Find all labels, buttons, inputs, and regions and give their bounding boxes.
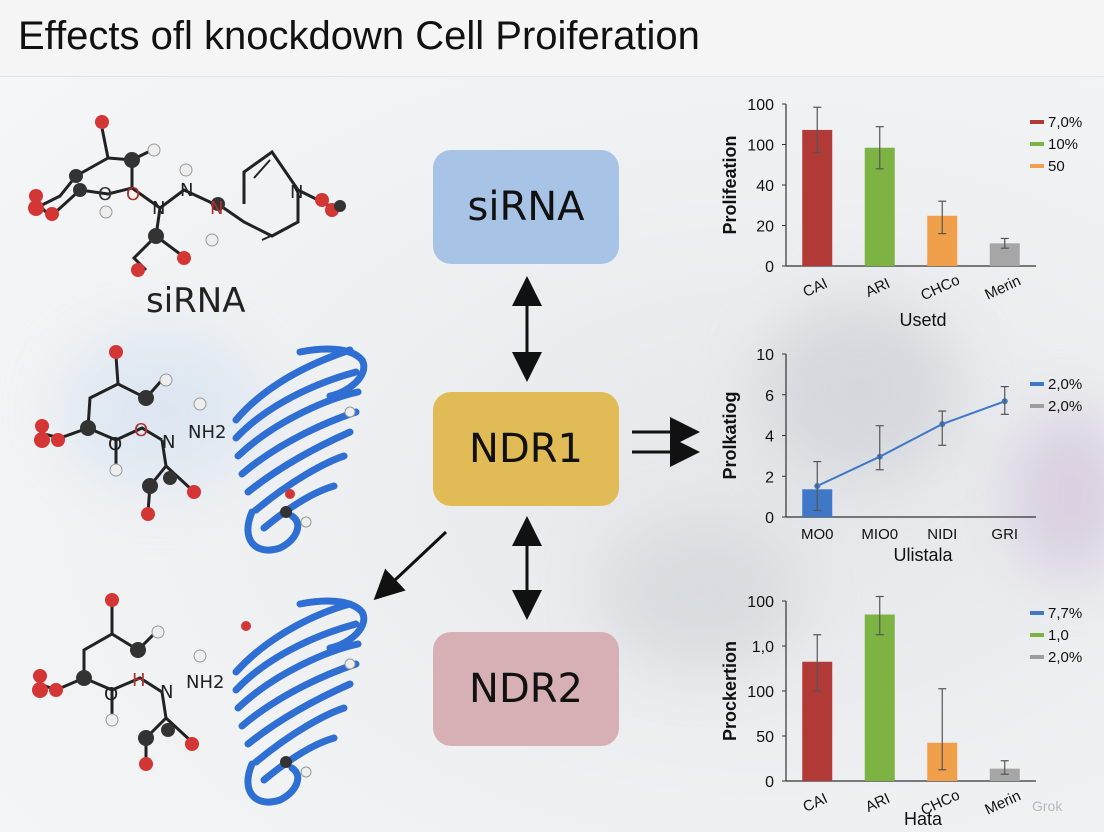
x-tick-label: MO0 (801, 526, 834, 543)
legend-entry: 2,0% (1048, 376, 1082, 393)
x-axis-title: Usetd (899, 310, 946, 330)
y-tick-label: 20 (756, 219, 774, 236)
x-tick-label: CHCo (918, 272, 962, 305)
y-tick-label: 100 (747, 138, 774, 155)
protein-structure-top (232, 345, 368, 554)
background-blur (600, 520, 800, 670)
y-tick-label: 50 (756, 729, 774, 746)
watermark-text: Grok (1032, 798, 1063, 814)
legend-entry: 10% (1048, 136, 1078, 153)
y-tick-label: 100 (747, 684, 774, 701)
y-axis-title: Prolifeation (720, 135, 740, 234)
node-sirna: siRNA (433, 150, 619, 264)
y-tick-label: 40 (756, 178, 774, 195)
node-sirna-label: siRNA (467, 184, 585, 230)
svg-text:O: O (98, 184, 112, 205)
molecule-sirna-label: siRNA (146, 281, 245, 321)
y-axis-title: Prockertion (720, 641, 740, 741)
x-tick-label: Merin (982, 787, 1023, 818)
svg-text:O: O (126, 184, 140, 205)
protein-atoms-top (280, 406, 356, 528)
y-tick-label: 100 (747, 594, 774, 611)
y-tick-label: 100 (747, 97, 774, 114)
x-tick-label: Merin (982, 272, 1023, 303)
y-tick-label: 10 (756, 347, 774, 364)
x-tick-label: ARI (863, 275, 893, 301)
x-axis-title: Hata (904, 809, 943, 829)
arrow-ndr1-protein (373, 530, 448, 601)
legend-entry: 7,7% (1048, 605, 1082, 622)
svg-text:O: O (108, 434, 122, 455)
x-tick-label: CAI (800, 275, 830, 301)
molecule-three-atoms (32, 593, 207, 771)
y-tick-label: 0 (765, 259, 774, 276)
y-tick-label: 4 (765, 429, 774, 446)
svg-text:H: H (132, 670, 146, 691)
svg-text:NH2: NH2 (186, 672, 224, 693)
bar (864, 614, 895, 781)
y-tick-label: 0 (765, 510, 774, 527)
x-tick-label: NIDI (927, 526, 957, 543)
node-ndr2-label: NDR2 (469, 666, 583, 712)
background-blur (60, 330, 260, 490)
svg-text:NH2: NH2 (188, 422, 226, 443)
y-tick-label: 6 (765, 388, 774, 405)
x-tick-label: CAI (800, 790, 830, 816)
x-tick-label: MIO0 (861, 526, 898, 543)
title-bar: Effects ofl knockdown Cell Proiferation (0, 0, 1104, 77)
molecule-sirna-letters: O O N N N N (98, 180, 303, 219)
background-blur (1010, 410, 1104, 580)
molecule-two-atoms (34, 345, 207, 521)
double-arrow-to-charts (632, 417, 700, 467)
page-title: Effects ofl knockdown Cell Proiferation (18, 14, 700, 58)
bar (989, 243, 1020, 266)
y-axis-title: Prolkatiog (720, 391, 740, 479)
legend-entry: 50 (1048, 158, 1065, 175)
svg-text:N: N (180, 180, 193, 201)
legend-entry: 2,0% (1048, 649, 1082, 666)
molecule-sirna-atoms (28, 115, 346, 277)
svg-text:N: N (290, 182, 303, 203)
series-line (816, 400, 1006, 487)
legend-entry: 7,0% (1048, 114, 1082, 131)
svg-text:N: N (210, 198, 223, 219)
svg-text:O: O (134, 420, 148, 441)
molecule-three-letters: O H N NH2 (104, 670, 224, 705)
x-tick-label: ARI (863, 790, 893, 816)
x-tick-label: GRI (991, 526, 1018, 543)
protein-structure-bottom (232, 597, 368, 806)
svg-text:N: N (162, 432, 175, 453)
y-tick-label: 2 (765, 469, 774, 486)
y-tick-label: 0 (765, 774, 774, 791)
node-ndr1: NDR1 (433, 392, 619, 506)
x-axis-title: Ulistala (893, 545, 953, 565)
y-tick-label: 1,0 (752, 639, 774, 656)
protein-atoms-bottom (241, 621, 356, 778)
legend-entry: 2,0% (1048, 398, 1082, 415)
background-blur (760, 300, 960, 480)
node-ndr1-label: NDR1 (469, 426, 583, 472)
svg-text:O: O (104, 684, 118, 705)
node-ndr2: NDR2 (433, 632, 619, 746)
legend-entry: 1,0 (1048, 627, 1069, 644)
molecule-two-letters: O O N NH2 (108, 420, 226, 455)
svg-text:N: N (152, 198, 165, 219)
svg-text:N: N (160, 682, 173, 703)
